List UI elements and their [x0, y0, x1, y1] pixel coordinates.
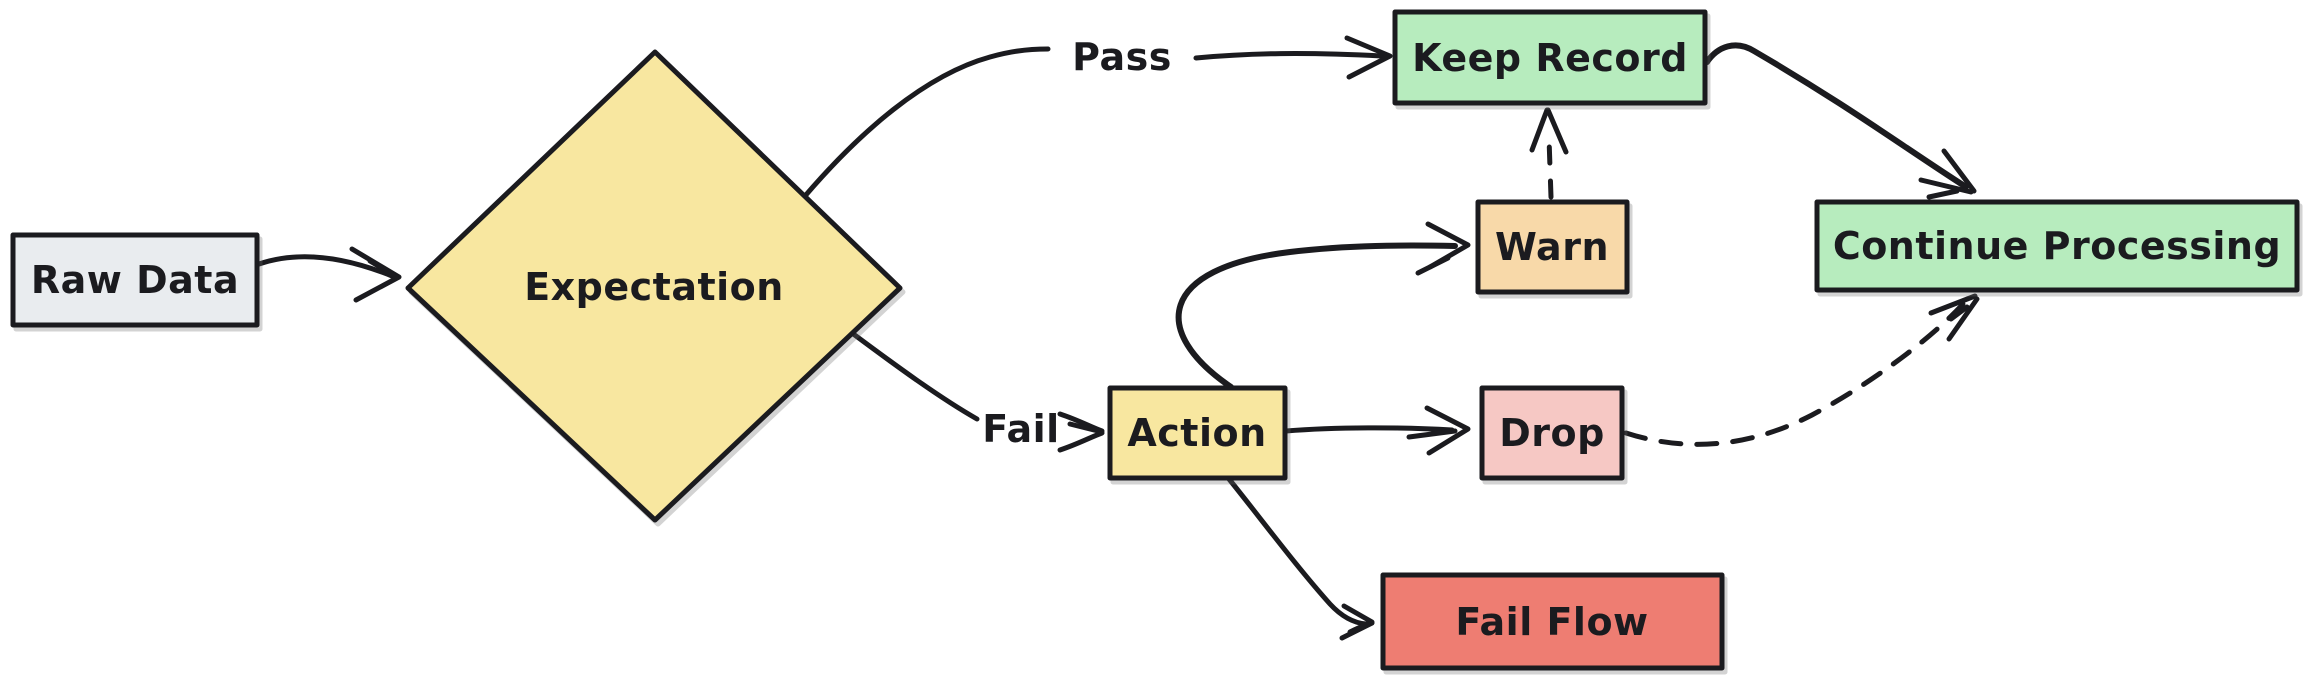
fail-flow-label: Fail Flow — [1455, 600, 1648, 644]
node-raw-data: Raw Data — [10, 232, 260, 328]
node-expectation: Expectation — [405, 49, 903, 523]
warn-box — [1475, 199, 1630, 295]
keep-record-box — [1392, 9, 1708, 106]
fail-edge-label: Fail — [982, 407, 1059, 451]
node-drop: Drop — [1479, 385, 1625, 481]
fail-flow-box — [1380, 572, 1725, 671]
node-keep-record: Keep Record — [1392, 9, 1708, 106]
pass-edge-label: Pass — [1072, 35, 1172, 79]
node-warn: Warn — [1475, 199, 1630, 295]
edge-expectation-to-action — [849, 330, 1105, 453]
edge-raw-data-to-expectation — [256, 246, 402, 303]
node-continue-processing: Continue Processing — [1814, 199, 2300, 293]
edge-action-to-fail-flow — [1226, 476, 1375, 641]
raw-data-box — [10, 232, 260, 328]
edge-keep-record-to-continue-processing — [1704, 42, 1977, 200]
continue-processing-label: Continue Processing — [1833, 224, 2281, 268]
node-action: Action — [1107, 385, 1288, 481]
edge-expectation-to-keep-record — [802, 35, 1393, 199]
drop-label: Drop — [1499, 411, 1605, 455]
edge-action-to-drop — [1283, 405, 1471, 456]
raw-data-label: Raw Data — [31, 258, 239, 302]
drop-box — [1479, 385, 1625, 481]
warn-label: Warn — [1495, 225, 1609, 269]
edge-drop-to-continue-processing — [1623, 293, 1980, 447]
edge-action-to-warn — [1175, 221, 1471, 390]
action-label: Action — [1127, 411, 1266, 455]
expectation-label: Expectation — [524, 265, 784, 309]
action-box — [1107, 385, 1288, 481]
edge-warn-to-keep-record — [1529, 107, 1569, 200]
node-fail-flow: Fail Flow — [1380, 572, 1725, 671]
keep-record-label: Keep Record — [1412, 36, 1688, 80]
expectation-diamond — [405, 49, 903, 523]
continue-processing-box — [1814, 199, 2300, 293]
